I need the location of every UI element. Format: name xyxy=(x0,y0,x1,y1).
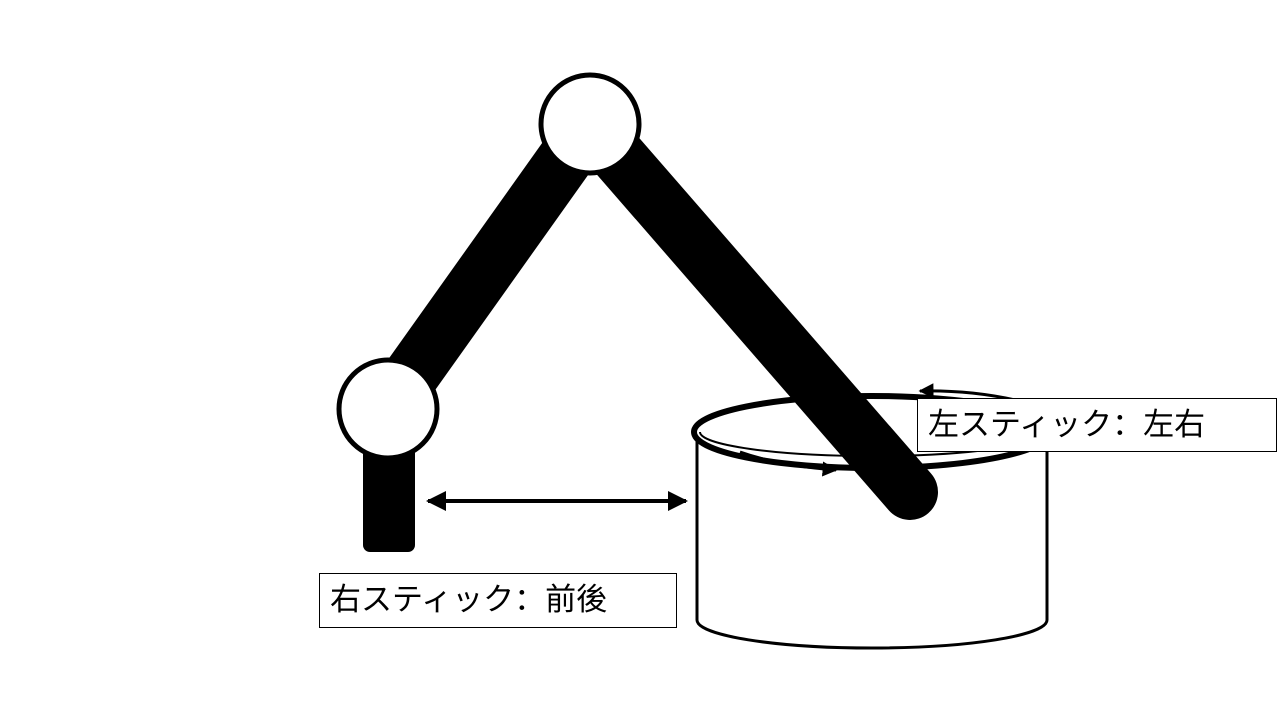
rotation-arrow-front xyxy=(739,450,838,477)
arm-segment-forearm xyxy=(562,96,938,520)
right-stick-label: 右スティック：前後 xyxy=(319,573,677,628)
joint-lower xyxy=(336,357,440,461)
end-effector xyxy=(363,430,415,552)
robot-arm xyxy=(363,96,938,552)
left-stick-label: 左スティック：左右 xyxy=(917,398,1277,452)
joint-top xyxy=(538,72,642,176)
arm-segment-upper xyxy=(365,107,613,425)
cylinder-body xyxy=(695,432,1049,650)
